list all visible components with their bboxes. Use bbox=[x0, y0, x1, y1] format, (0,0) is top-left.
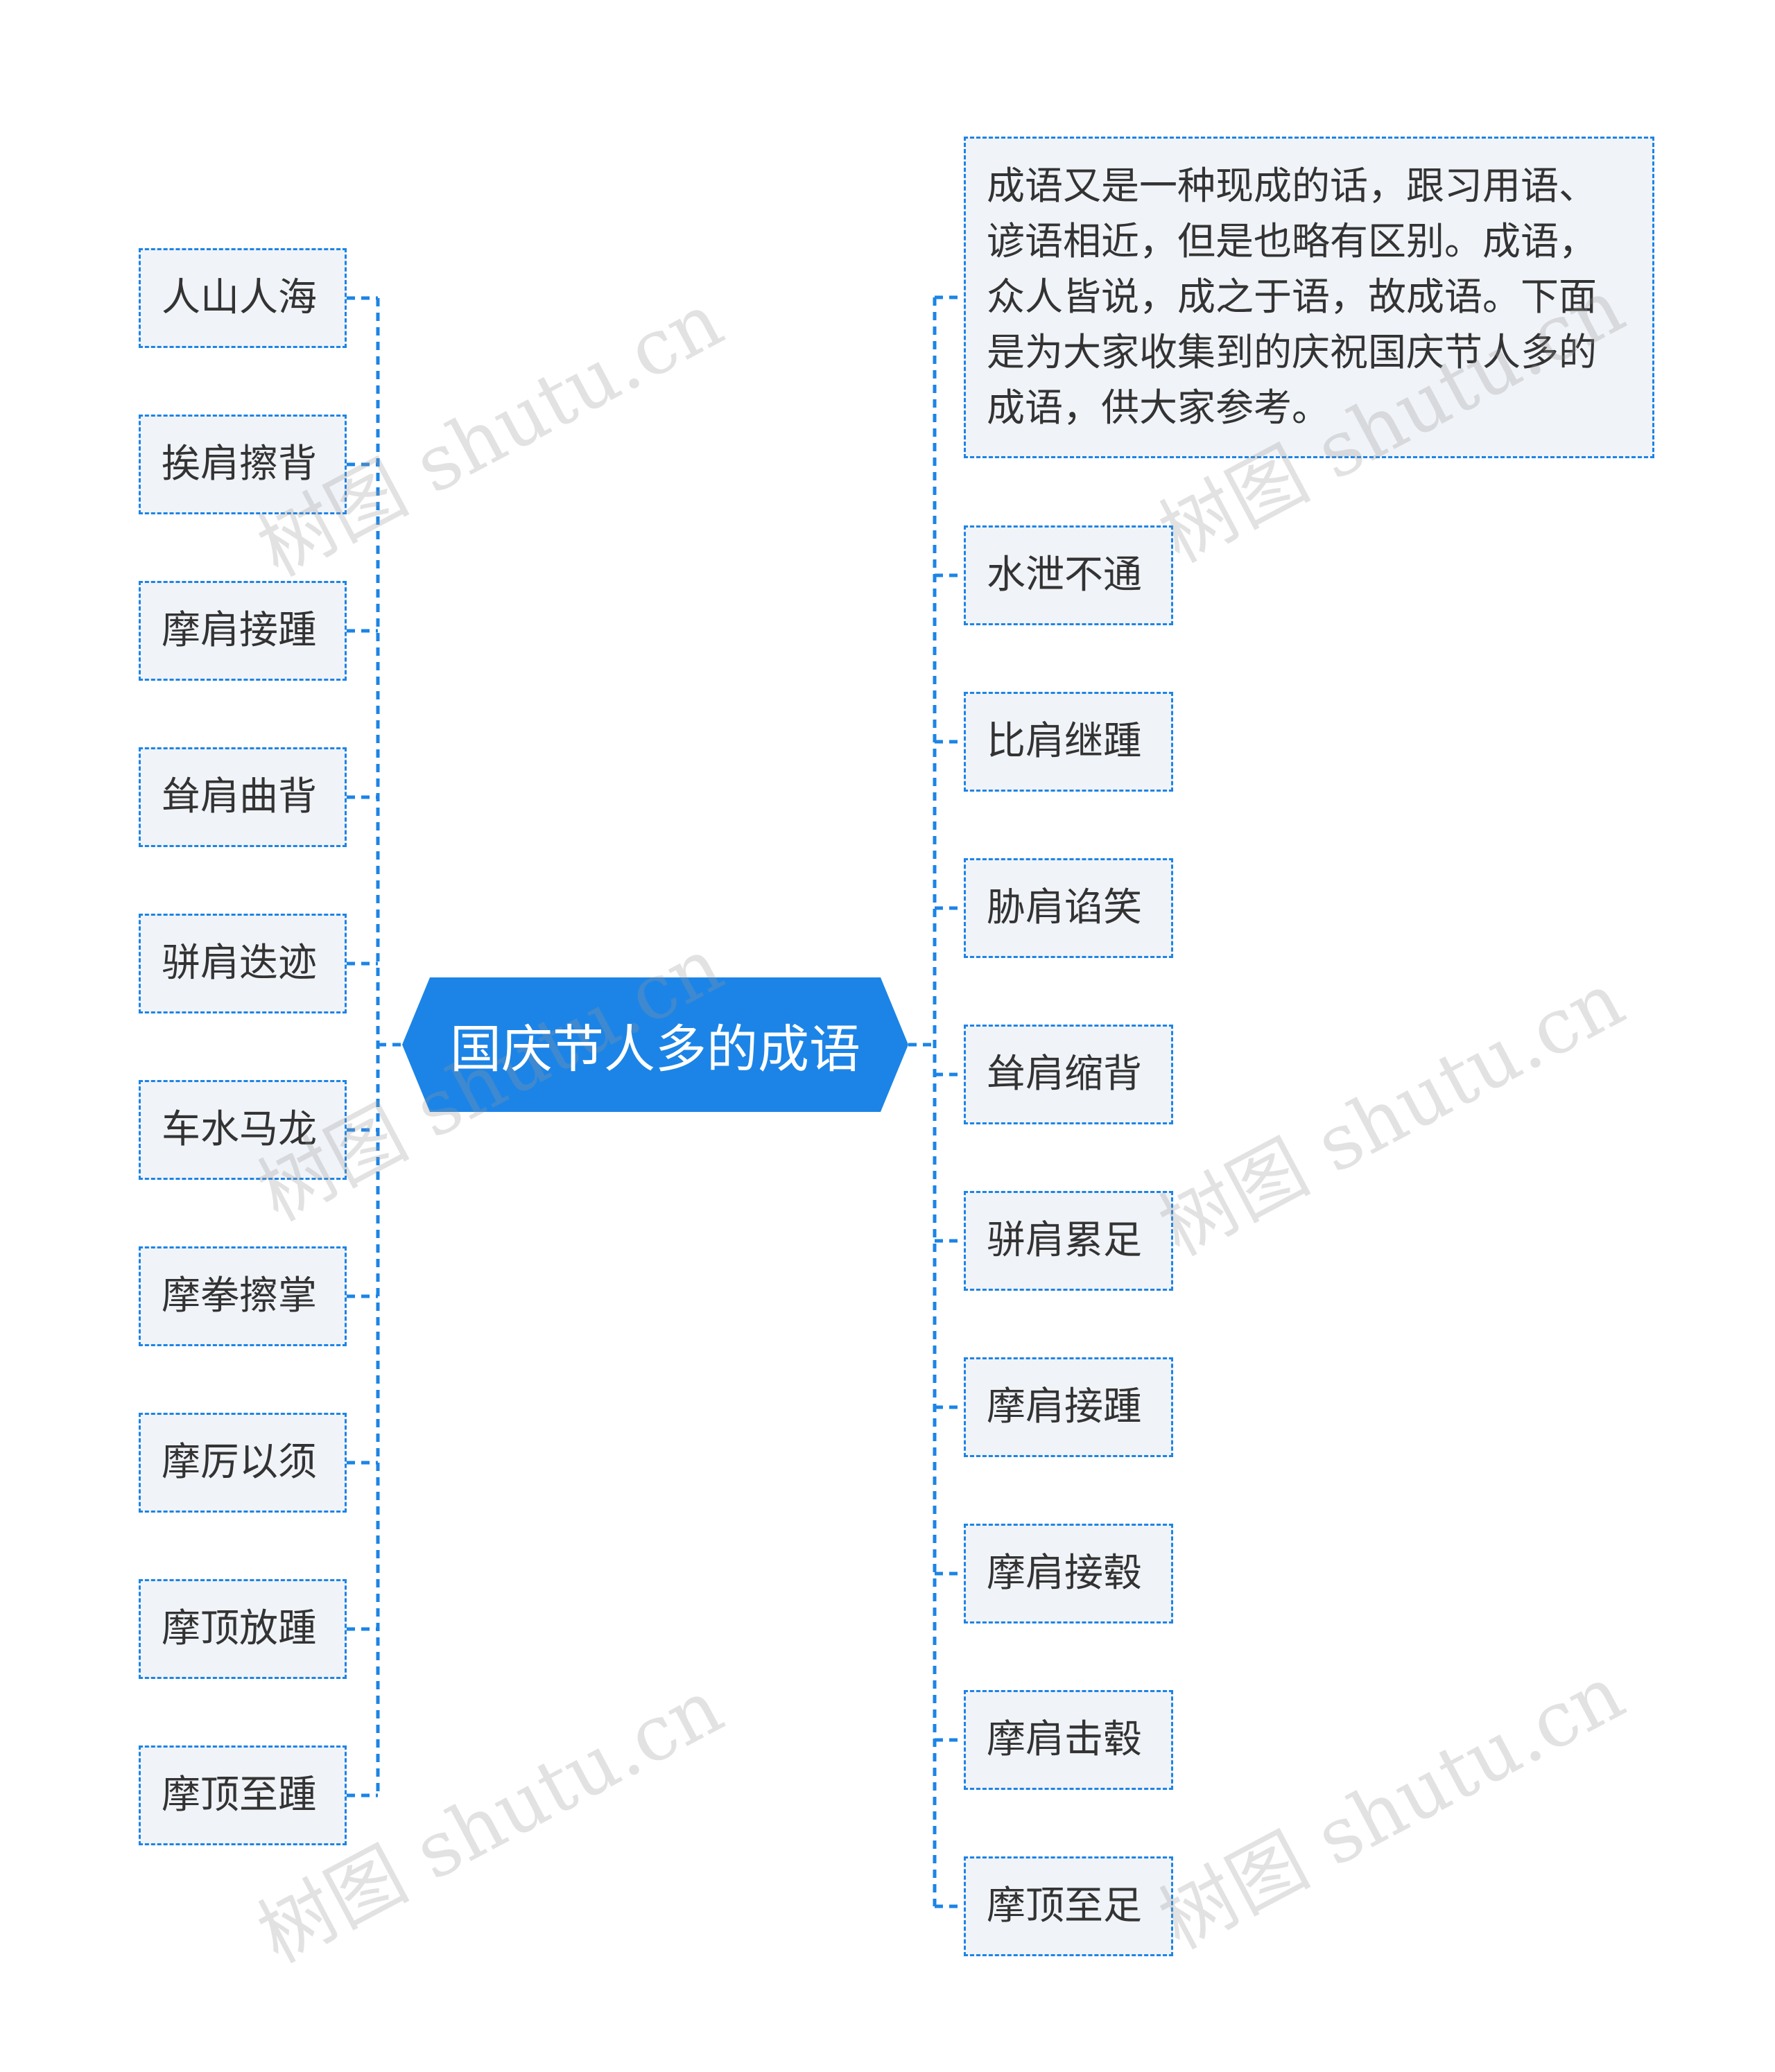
right-node[interactable]: 摩顶至足 bbox=[964, 1856, 1173, 1956]
right-node-label: 骈肩累足 bbox=[987, 1218, 1142, 1263]
right-node-label: 比肩继踵 bbox=[987, 719, 1142, 764]
left-node-label: 摩顶放踵 bbox=[162, 1606, 317, 1651]
right-node[interactable]: 胁肩谄笑 bbox=[964, 858, 1173, 958]
root-node-shape bbox=[402, 977, 908, 1112]
left-node-label: 挨肩擦背 bbox=[162, 442, 317, 487]
description-text: 成语又是一种现成的话，跟习用语、谚语相近，但是也略有区别。成语，众人皆说，成之于… bbox=[987, 164, 1598, 430]
left-node[interactable]: 摩顶放踵 bbox=[139, 1579, 347, 1679]
left-node-label: 耸肩曲背 bbox=[162, 774, 317, 819]
left-node-label: 摩顶至踵 bbox=[162, 1773, 317, 1818]
right-node-label: 摩肩接踵 bbox=[987, 1384, 1142, 1429]
right-node[interactable]: 摩肩接踵 bbox=[964, 1357, 1173, 1457]
root-node[interactable]: 国庆节人多的成语 bbox=[402, 977, 908, 1112]
description-node[interactable]: 成语又是一种现成的话，跟习用语、谚语相近，但是也略有区别。成语，众人皆说，成之于… bbox=[964, 137, 1654, 458]
right-node-label: 摩顶至足 bbox=[987, 1883, 1142, 1929]
left-node[interactable]: 骈肩迭迹 bbox=[139, 914, 347, 1013]
right-node[interactable]: 水泄不通 bbox=[964, 525, 1173, 625]
right-node[interactable]: 比肩继踵 bbox=[964, 692, 1173, 792]
left-node-label: 人山人海 bbox=[162, 275, 317, 320]
right-node-label: 胁肩谄笑 bbox=[987, 885, 1142, 930]
left-node-label: 骈肩迭迹 bbox=[162, 941, 317, 986]
left-node[interactable]: 摩肩接踵 bbox=[139, 581, 347, 681]
right-node[interactable]: 摩肩击毂 bbox=[964, 1690, 1173, 1790]
right-node-label: 摩肩接毂 bbox=[987, 1551, 1142, 1596]
left-node[interactable]: 摩厉以须 bbox=[139, 1413, 347, 1513]
left-node[interactable]: 挨肩擦背 bbox=[139, 415, 347, 514]
root-node-label: 国庆节人多的成语 bbox=[450, 1019, 860, 1079]
left-node[interactable]: 耸肩曲背 bbox=[139, 747, 347, 847]
right-node-label: 耸肩缩背 bbox=[987, 1052, 1142, 1097]
left-node[interactable]: 摩顶至踵 bbox=[139, 1745, 347, 1845]
right-node-label: 摩肩击毂 bbox=[987, 1717, 1142, 1762]
right-node[interactable]: 耸肩缩背 bbox=[964, 1025, 1173, 1124]
left-node[interactable]: 摩拳擦掌 bbox=[139, 1246, 347, 1346]
left-node[interactable]: 人山人海 bbox=[139, 248, 347, 348]
left-node-label: 摩肩接踵 bbox=[162, 608, 317, 653]
left-node-label: 摩厉以须 bbox=[162, 1440, 317, 1485]
left-node-label: 摩拳擦掌 bbox=[162, 1273, 317, 1318]
right-node[interactable]: 骈肩累足 bbox=[964, 1191, 1173, 1291]
right-node-label: 水泄不通 bbox=[987, 552, 1142, 598]
left-node-label: 车水马龙 bbox=[162, 1107, 317, 1152]
left-node[interactable]: 车水马龙 bbox=[139, 1080, 347, 1180]
right-node[interactable]: 摩肩接毂 bbox=[964, 1524, 1173, 1623]
